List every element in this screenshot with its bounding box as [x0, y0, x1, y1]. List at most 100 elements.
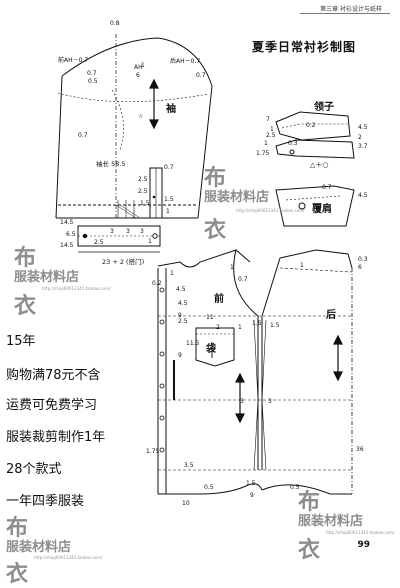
measure: 0.2 — [152, 280, 162, 287]
measure: 0.7 — [164, 164, 174, 171]
measure: 1.5 — [252, 320, 262, 327]
promo-line: 购物满78元不含 — [6, 368, 101, 383]
watermark-url: http://shop60613343.taobao.com/ — [326, 530, 395, 535]
yoke-outline — [275, 185, 355, 227]
watermark-char: 布 — [14, 246, 37, 271]
measure: 0.7 — [238, 276, 248, 283]
page-number: 99 — [357, 540, 370, 550]
watermark-char: 布 — [204, 166, 227, 191]
measure: 2.5 — [94, 239, 104, 246]
watermark-brand: 服装材料店 — [204, 190, 270, 205]
watermark-char: 衣 — [14, 294, 37, 319]
measure: 2.5 — [266, 132, 276, 139]
collar-outline — [275, 111, 351, 141]
chapter-header: 第三章 衬衫设计与纸样 — [320, 6, 382, 13]
measure: 6 — [358, 264, 362, 271]
measure: 9 — [178, 312, 182, 319]
measure: 14.5 — [60, 219, 74, 226]
watermark-char: 衣 — [298, 538, 321, 563]
watermark-url: http://shop60613343.taobao.com/ — [236, 208, 305, 213]
measure: 11.5 — [186, 340, 200, 347]
promo-line: 运费可免费学习 — [6, 398, 98, 413]
measure: 1.75 — [256, 150, 270, 157]
measure: 0.7 — [322, 184, 332, 191]
watermark-brand: 服装材料店 — [14, 270, 80, 285]
cuff-width-label: 23 + 2 (搭门) — [102, 258, 145, 266]
measure: 0.7 — [196, 72, 206, 79]
tri-circle-label: △＋○ — [310, 161, 329, 169]
measure: 2.5 — [138, 176, 148, 183]
measure: 1.5 — [140, 200, 150, 207]
pocket-outline — [195, 327, 235, 367]
sleeve-cap — [61, 37, 213, 87]
measure: 3 — [110, 228, 114, 235]
measure: 11 — [206, 314, 214, 321]
measure: 3.5 — [184, 462, 194, 469]
ah-mark: AH — [134, 64, 143, 71]
measure: 1.5 — [164, 196, 174, 203]
measure: 1 — [238, 324, 242, 331]
watermark-url: http://shop60613343.taobao.com/ — [34, 555, 103, 560]
measure: 0.5 — [290, 484, 300, 491]
watermark-char: 衣 — [6, 562, 29, 587]
measure: 1 — [230, 264, 234, 271]
promo-line: 15年 — [6, 334, 36, 349]
measure: 10 — [182, 500, 190, 507]
measure: 1 — [170, 270, 174, 277]
measure: 3 — [240, 398, 244, 405]
page-title: 夏季日常衬衫制图 — [252, 40, 357, 54]
measure: 1 — [141, 62, 145, 69]
measure: 36 — [356, 446, 364, 453]
measure: 3 — [268, 398, 272, 405]
measure: 3 — [126, 228, 130, 235]
measure: 4.5 — [176, 286, 186, 293]
measure: 6.5 — [66, 231, 76, 238]
measure: 9 — [178, 352, 182, 359]
measure: 0.5 — [88, 78, 98, 85]
header-rule — [300, 13, 390, 14]
measure: 2.5 — [138, 188, 148, 195]
measure: 9 — [250, 492, 254, 499]
measure: 0.8 — [110, 20, 120, 27]
front-label: 前 — [214, 294, 224, 305]
sleeve-label: 袖 — [166, 104, 176, 115]
measure: 7 — [266, 116, 270, 123]
measure: 0.3 — [358, 256, 368, 263]
front-ah-label: 前AH－0.7 — [58, 57, 89, 64]
back-label: 后 — [326, 310, 336, 321]
yoke-label: 覆肩 — [312, 204, 332, 215]
measure: 0.7 — [87, 70, 97, 77]
promo-line: 一年四季服装 — [6, 494, 85, 509]
measure: 1 — [300, 262, 304, 269]
collar-stand — [275, 139, 355, 159]
measure: 1 — [270, 126, 274, 133]
measure: 1 — [264, 140, 268, 147]
measure: 4.5 — [358, 124, 368, 131]
watermark-url: http://shop60613343.taobao.com/ — [42, 286, 111, 291]
measure: 2 — [358, 134, 362, 141]
sleeve-length-label: 袖长 58.5 — [96, 160, 126, 168]
measure: 2.5 — [178, 318, 188, 325]
back-ah-label: 后AH－0.7 — [170, 58, 201, 65]
pocket-label: 袋 — [206, 344, 216, 355]
measure: 4.5 — [178, 300, 188, 307]
measure: 1.5 — [270, 322, 280, 329]
promo-line: 28个款式 — [6, 462, 62, 477]
measure: 0.2 — [306, 122, 316, 129]
watermark-char: 衣 — [204, 218, 227, 243]
collar-label: 领子 — [314, 102, 334, 113]
watermark-char: 布 — [298, 490, 321, 515]
watermark-brand: 服装材料店 — [298, 514, 364, 529]
measure: 1.75 — [146, 448, 160, 455]
star-mark: ☆ — [138, 113, 143, 120]
measure: 0.7 — [78, 132, 88, 139]
measure: 2 — [216, 324, 220, 331]
watermark-char: 布 — [6, 516, 29, 541]
measure: 0.5 — [204, 484, 214, 491]
measure: 1 — [148, 238, 152, 245]
promo-line: 服装裁剪制作1年 — [6, 430, 106, 445]
ah-divisor: 6 — [136, 72, 140, 79]
measure: 3.7 — [358, 143, 368, 150]
measure: 1.5 — [246, 480, 256, 487]
